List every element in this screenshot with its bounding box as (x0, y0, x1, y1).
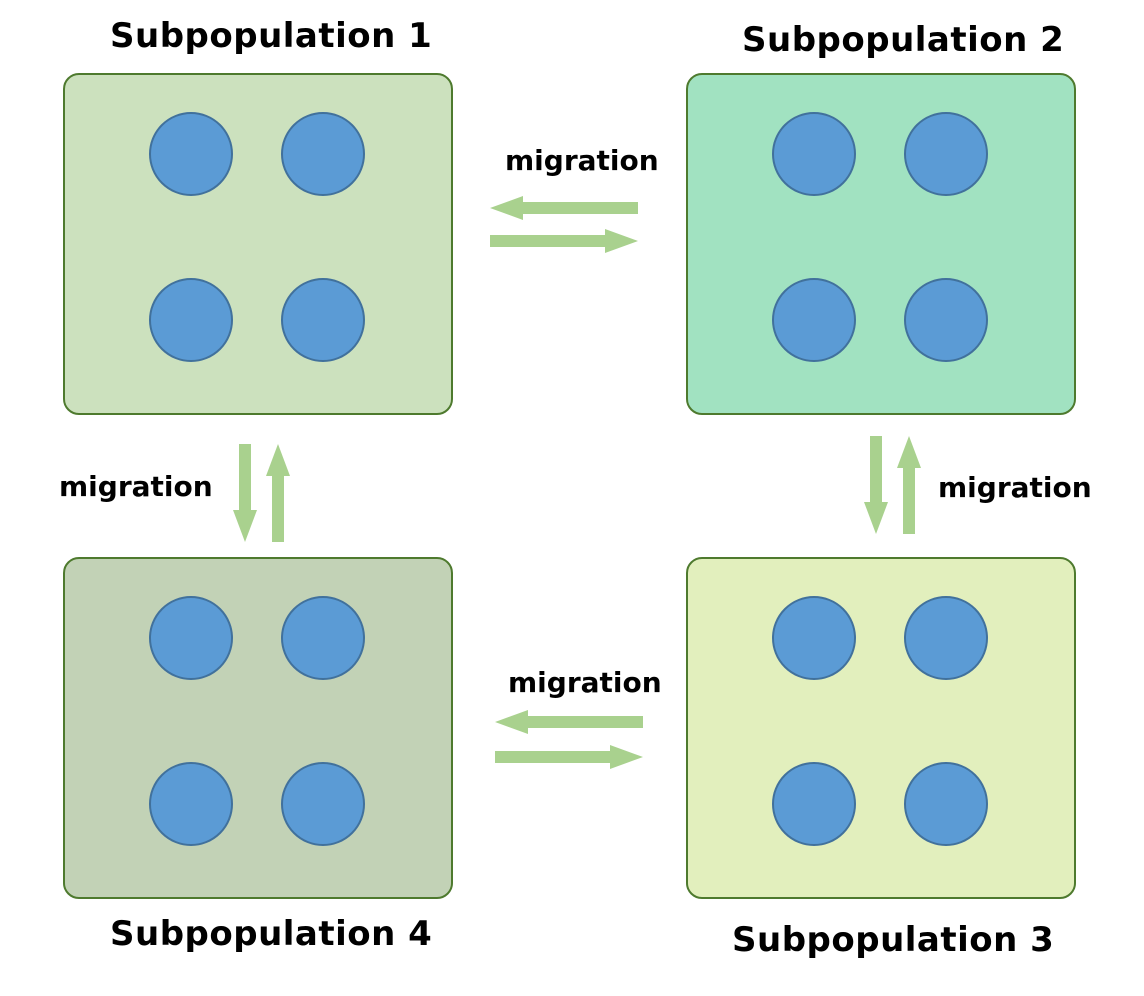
subpopulation-1-box (63, 73, 453, 415)
arrow-right-icon (495, 745, 643, 769)
individual-node (281, 762, 365, 846)
migration-label-1-2: migration (505, 144, 659, 177)
subpopulation-3-box (686, 557, 1076, 899)
arrow-right-icon (490, 229, 638, 253)
subpopulation-4-title: Subpopulation 4 (110, 914, 433, 954)
subpopulation-4-box (63, 557, 453, 899)
subpopulation-1-title: Subpopulation 1 (110, 16, 433, 56)
individual-node (772, 112, 856, 196)
migration-label-3-4: migration (508, 666, 662, 699)
arrow-down-icon (864, 436, 888, 534)
individual-node (149, 596, 233, 680)
subpopulation-2-title: Subpopulation 2 (742, 20, 1065, 60)
individual-node (772, 762, 856, 846)
individual-node (904, 762, 988, 846)
individual-node (772, 596, 856, 680)
subpopulation-3-title: Subpopulation 3 (732, 920, 1055, 960)
subpopulation-2-box (686, 73, 1076, 415)
migration-label-2-3: migration (938, 471, 1092, 504)
migration-label-4-1: migration (59, 470, 213, 503)
arrow-left-icon (495, 710, 643, 734)
individual-node (149, 112, 233, 196)
arrow-down-icon (233, 444, 257, 542)
individual-node (904, 278, 988, 362)
individual-node (904, 596, 988, 680)
arrow-left-icon (490, 196, 638, 220)
individual-node (281, 596, 365, 680)
arrow-up-icon (266, 444, 290, 542)
individual-node (281, 278, 365, 362)
individual-node (772, 278, 856, 362)
individual-node (281, 112, 365, 196)
individual-node (904, 112, 988, 196)
individual-node (149, 278, 233, 362)
arrow-up-icon (897, 436, 921, 534)
individual-node (149, 762, 233, 846)
